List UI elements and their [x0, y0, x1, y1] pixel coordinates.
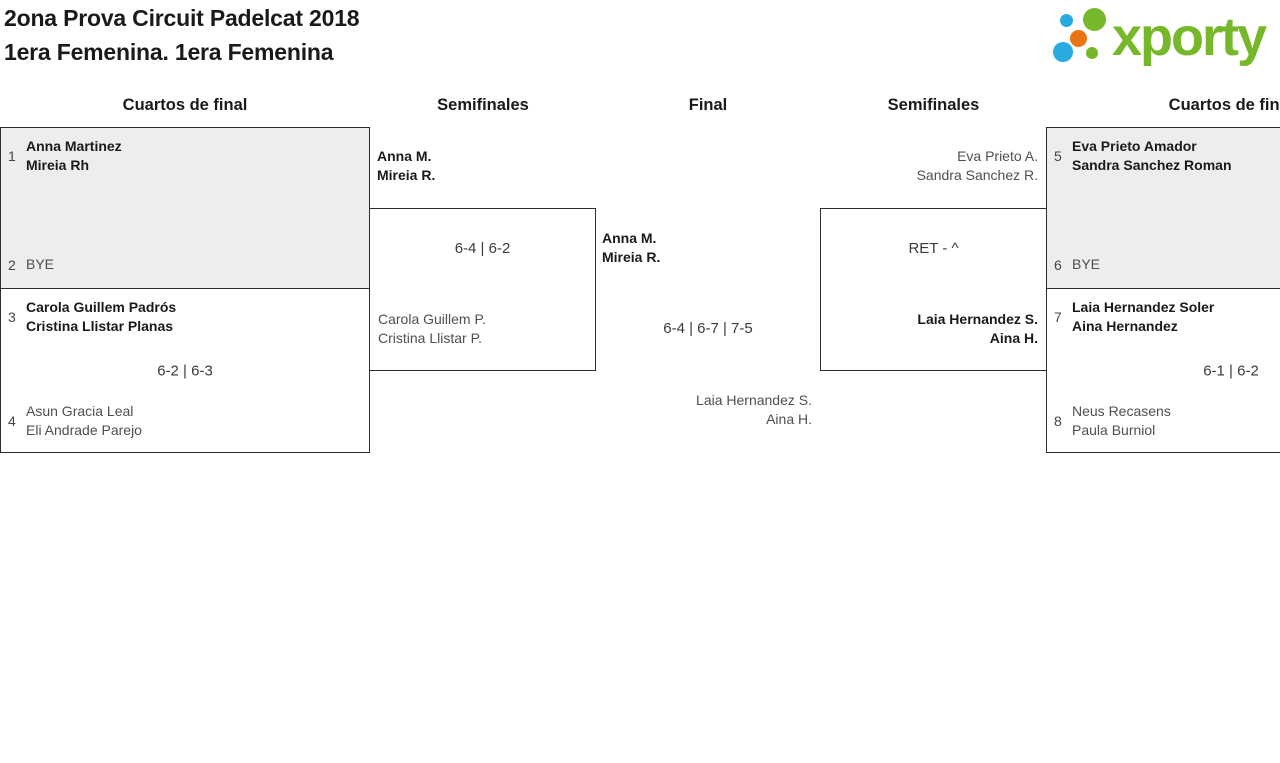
- bye-label: BYE: [26, 256, 55, 272]
- qf4-team-top: 7 Laia Hernandez Soler Aina Hernandez: [1054, 298, 1280, 336]
- round-header-semis-left: Semifinales: [437, 96, 529, 114]
- seed-number: 2: [8, 256, 16, 273]
- match-box-qf1[interactable]: 1 Anna Martinez Mireia Rh 2 BYE: [0, 127, 370, 289]
- round-header-cuartos-left: Cuartos de final: [122, 96, 248, 114]
- seed-number: 3: [8, 309, 16, 325]
- seed-number: 1: [8, 148, 16, 164]
- team-names: Asun Gracia Leal Eli Andrade Parejo: [26, 403, 142, 438]
- seed-number: 5: [1054, 148, 1062, 164]
- match-box-qf2[interactable]: 3 Carola Guillem Padrós Cristina Llistar…: [0, 288, 370, 453]
- round-header-semis-right: Semifinales: [887, 96, 980, 114]
- qf1-team-top: 1 Anna Martinez Mireia Rh: [8, 137, 361, 175]
- sf-right-winner-names: Laia Hernandez S. Aina H.: [917, 311, 1038, 346]
- sf-right-loser-names: Eva Prieto A. Sandra Sanchez R.: [916, 148, 1038, 183]
- match-box-qf4[interactable]: 7 Laia Hernandez Soler Aina Hernandez 6-…: [1046, 288, 1280, 453]
- page-header: 2ona Prova Circuit Padelcat 2018 1era Fe…: [4, 1, 360, 69]
- round-header-final: Final: [688, 96, 728, 114]
- qf1-team-bottom: 2 BYE: [8, 255, 361, 274]
- team-names: Anna Martinez Mireia Rh: [26, 138, 122, 173]
- team-names: Neus Recasens Paula Burniol: [1072, 403, 1171, 438]
- match-score: 6-2 | 6-3: [157, 362, 213, 379]
- seed-number: 7: [1054, 309, 1062, 325]
- final-winner-names: Anna M. Mireia R.: [602, 230, 661, 265]
- round-header-cuartos-right: Cuartos de final: [1168, 96, 1280, 114]
- category-subtitle: 1era Femenina. 1era Femenina: [4, 39, 334, 65]
- match-score: RET - ^: [908, 240, 959, 257]
- team-names: Eva Prieto Amador Sandra Sanchez Roman: [1072, 138, 1232, 173]
- logo-dot-blue-large: [1053, 42, 1073, 62]
- qf2-team-bottom: 4 Asun Gracia Leal Eli Andrade Parejo: [8, 402, 361, 440]
- match-box-sf-right[interactable]: RET - ^ Laia Hernandez S. Aina H.: [820, 208, 1047, 371]
- seed-number: 6: [1054, 256, 1062, 273]
- tournament-title: 2ona Prova Circuit Padelcat 2018: [4, 5, 360, 31]
- match-score: 6-4 | 6-2: [454, 240, 511, 257]
- qf3-team-bottom: 6 BYE: [1054, 255, 1280, 274]
- match-box-qf3[interactable]: 5 Eva Prieto Amador Sandra Sanchez Roman…: [1046, 127, 1280, 289]
- qf2-team-top: 3 Carola Guillem Padrós Cristina Llistar…: [8, 298, 361, 336]
- sf-left-winner-names: Anna M. Mireia R.: [377, 148, 436, 183]
- team-names: Laia Hernandez Soler Aina Hernandez: [1072, 299, 1215, 334]
- final-score: 6-4 | 6-7 | 7-5: [663, 320, 753, 337]
- team-names: Carola Guillem Padrós Cristina Llistar P…: [26, 299, 177, 334]
- final-runnerup-names: Laia Hernandez S. Aina H.: [696, 392, 812, 427]
- xporty-logo[interactable]: xporty: [1048, 3, 1280, 71]
- xporty-logo-text: xporty: [1112, 7, 1267, 67]
- seed-number: 8: [1054, 413, 1062, 429]
- sf-left-loser-names: Carola Guillem P. Cristina Llistar P.: [378, 311, 486, 346]
- match-score: 6-1 | 6-2: [1203, 362, 1259, 379]
- logo-dot-green-small: [1086, 47, 1098, 59]
- qf4-team-bottom: 8 Neus Recasens Paula Burniol: [1054, 402, 1280, 440]
- qf3-team-top: 5 Eva Prieto Amador Sandra Sanchez Roman: [1054, 137, 1280, 175]
- logo-dot-orange: [1070, 30, 1087, 47]
- logo-dot-blue-small: [1060, 14, 1073, 27]
- seed-number: 4: [8, 413, 16, 429]
- logo-dot-green-large: [1083, 8, 1106, 31]
- bye-label: BYE: [1072, 256, 1101, 272]
- match-box-sf-left[interactable]: 6-4 | 6-2 Carola Guillem P. Cristina Lli…: [369, 208, 596, 371]
